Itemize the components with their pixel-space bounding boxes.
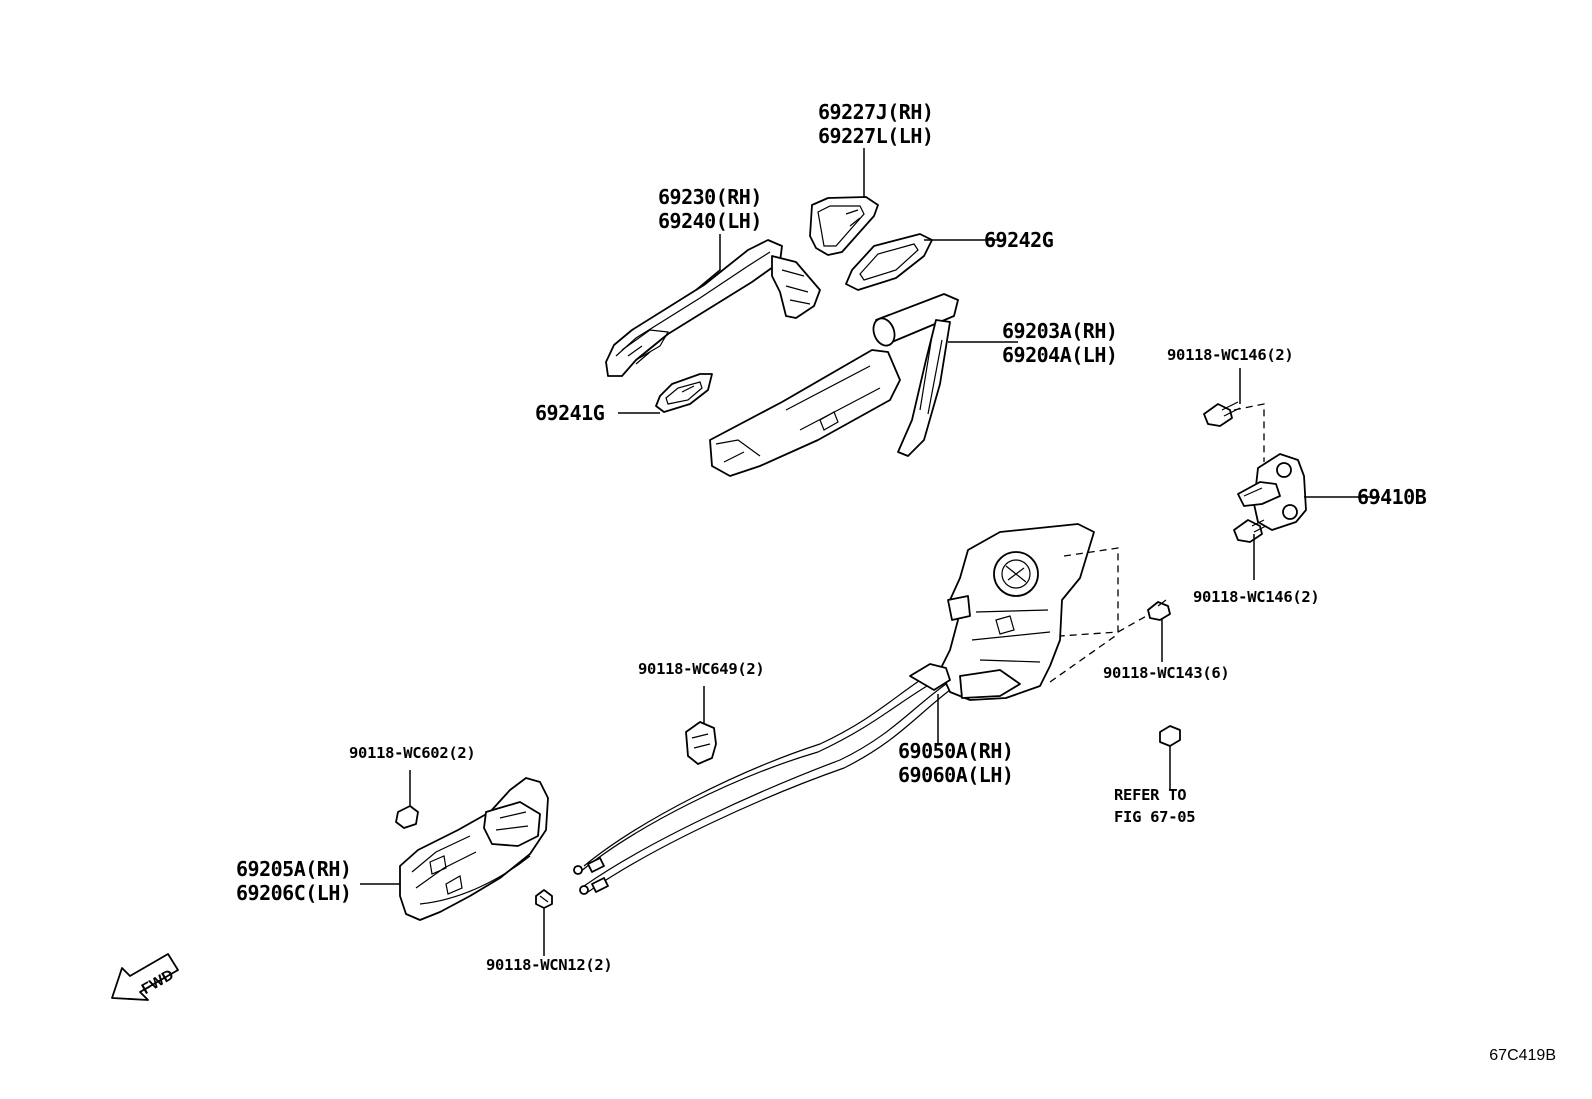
inside-handle-part — [399, 777, 549, 921]
label-69060a: 69060A(LH) — [898, 763, 1014, 787]
refer-to-line1: REFER TO — [1114, 786, 1187, 804]
gasket-69242g-part — [845, 233, 933, 291]
outside-handle-part — [605, 239, 821, 377]
label-69205a: 69205A(RH) — [236, 857, 352, 881]
bolt-wc146-top — [1203, 401, 1241, 427]
label-90118-wc146-bottom: 90118-WC146(2) — [1193, 588, 1320, 606]
gasket-69241g-part — [655, 373, 713, 413]
label-69410b: 69410B — [1357, 485, 1427, 509]
figure-id: 67C419B — [1489, 1047, 1556, 1064]
label-69242g: 69242G — [984, 228, 1054, 252]
screw-wcn12 — [535, 889, 553, 909]
label-69206c: 69206C(LH) — [236, 881, 352, 905]
leader-lines — [360, 148, 1380, 956]
label-69203a: 69203A(RH) — [1002, 319, 1118, 343]
bolt-wc143 — [1147, 599, 1171, 621]
label-69240: 69240(LH) — [658, 209, 762, 233]
door-lock-assembly-part — [939, 523, 1095, 701]
label-90118-wcn12: 90118-WCN12(2) — [486, 956, 613, 974]
bolt-wc146-bottom — [1233, 519, 1267, 543]
refer-to-line2: FIG 67-05 — [1114, 808, 1196, 826]
lock-cables — [573, 663, 951, 895]
label-90118-wc143: 90118-WC143(6) — [1103, 664, 1230, 682]
label-69204a: 69204A(LH) — [1002, 343, 1118, 367]
label-90118-wc649: 90118-WC649(2) — [638, 660, 765, 678]
label-69050a: 69050A(RH) — [898, 739, 1014, 763]
refer-part — [1159, 725, 1181, 747]
label-90118-wc146-top: 90118-WC146(2) — [1167, 346, 1294, 364]
fwd-arrow-icon — [111, 953, 179, 1001]
handle-frame-part — [709, 293, 959, 477]
clip-wc602 — [395, 805, 419, 829]
label-69227l: 69227L(LH) — [818, 124, 934, 148]
clip-wc649 — [685, 721, 717, 765]
label-69227j: 69227J(RH) — [818, 100, 934, 124]
handle-cover-part — [809, 196, 879, 256]
label-90118-wc602: 90118-WC602(2) — [349, 744, 476, 762]
label-69241g: 69241G — [535, 401, 605, 425]
label-69230: 69230(RH) — [658, 185, 762, 209]
door-striker-part — [1237, 453, 1307, 531]
